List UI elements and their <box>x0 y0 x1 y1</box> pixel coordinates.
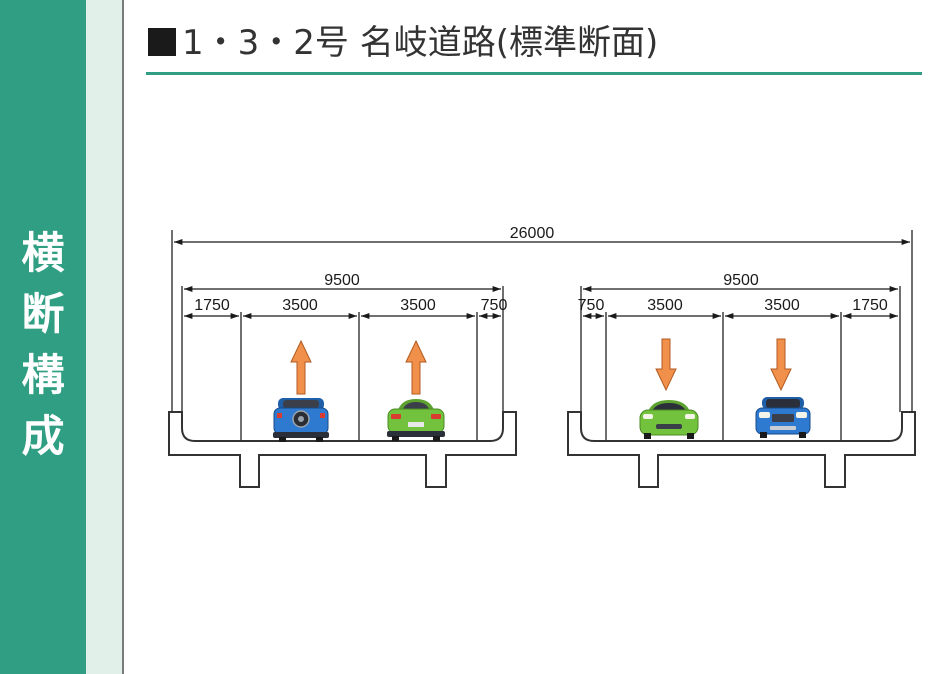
side-title-char: 横 <box>21 229 65 279</box>
extension-lines <box>171 230 913 441</box>
side-title-char: 成 <box>21 412 65 462</box>
arrow-up-icon <box>290 339 312 395</box>
page-title: 1・3・2号 名岐道路(標準断面) <box>148 20 658 66</box>
title-underline <box>146 72 922 75</box>
dimension-label-segment: 3500 <box>400 297 436 314</box>
dimension-label-segment: 3500 <box>764 297 800 314</box>
right-bridge-deck <box>567 411 916 488</box>
left-bridge-deck <box>168 411 517 488</box>
side-title-char: 構 <box>21 351 65 401</box>
dimension-label-segment: 750 <box>481 297 508 314</box>
blue-suv-front-icon <box>755 397 811 438</box>
blue-suv-rear-icon <box>273 398 329 442</box>
side-title-vertical: 横 断 構 成 <box>0 224 86 468</box>
arrow-down-icon <box>770 338 792 392</box>
green-car-rear-icon <box>387 399 445 441</box>
dimension-label-segment: 1750 <box>194 297 230 314</box>
side-title-char: 断 <box>21 290 65 340</box>
dimension-label-total: 26000 <box>510 225 555 242</box>
arrow-up-icon <box>405 339 427 395</box>
green-car-front-icon <box>639 400 699 439</box>
left-accent-band <box>0 0 86 674</box>
page-title-text: 1・3・2号 名岐道路(標準断面) <box>182 23 659 63</box>
dimension-label-segment: 3500 <box>647 297 683 314</box>
dimension-label-segment: 1750 <box>852 297 888 314</box>
dimension-label-segment: 750 <box>578 297 605 314</box>
dimension-label-left-roadway: 9500 <box>324 272 360 289</box>
square-bullet-icon <box>148 28 176 56</box>
panel-border <box>122 0 124 674</box>
dimension-label-segment: 3500 <box>282 297 318 314</box>
dimension-label-right-roadway: 9500 <box>723 272 759 289</box>
arrow-down-icon <box>655 338 677 392</box>
light-accent-band <box>86 0 122 674</box>
